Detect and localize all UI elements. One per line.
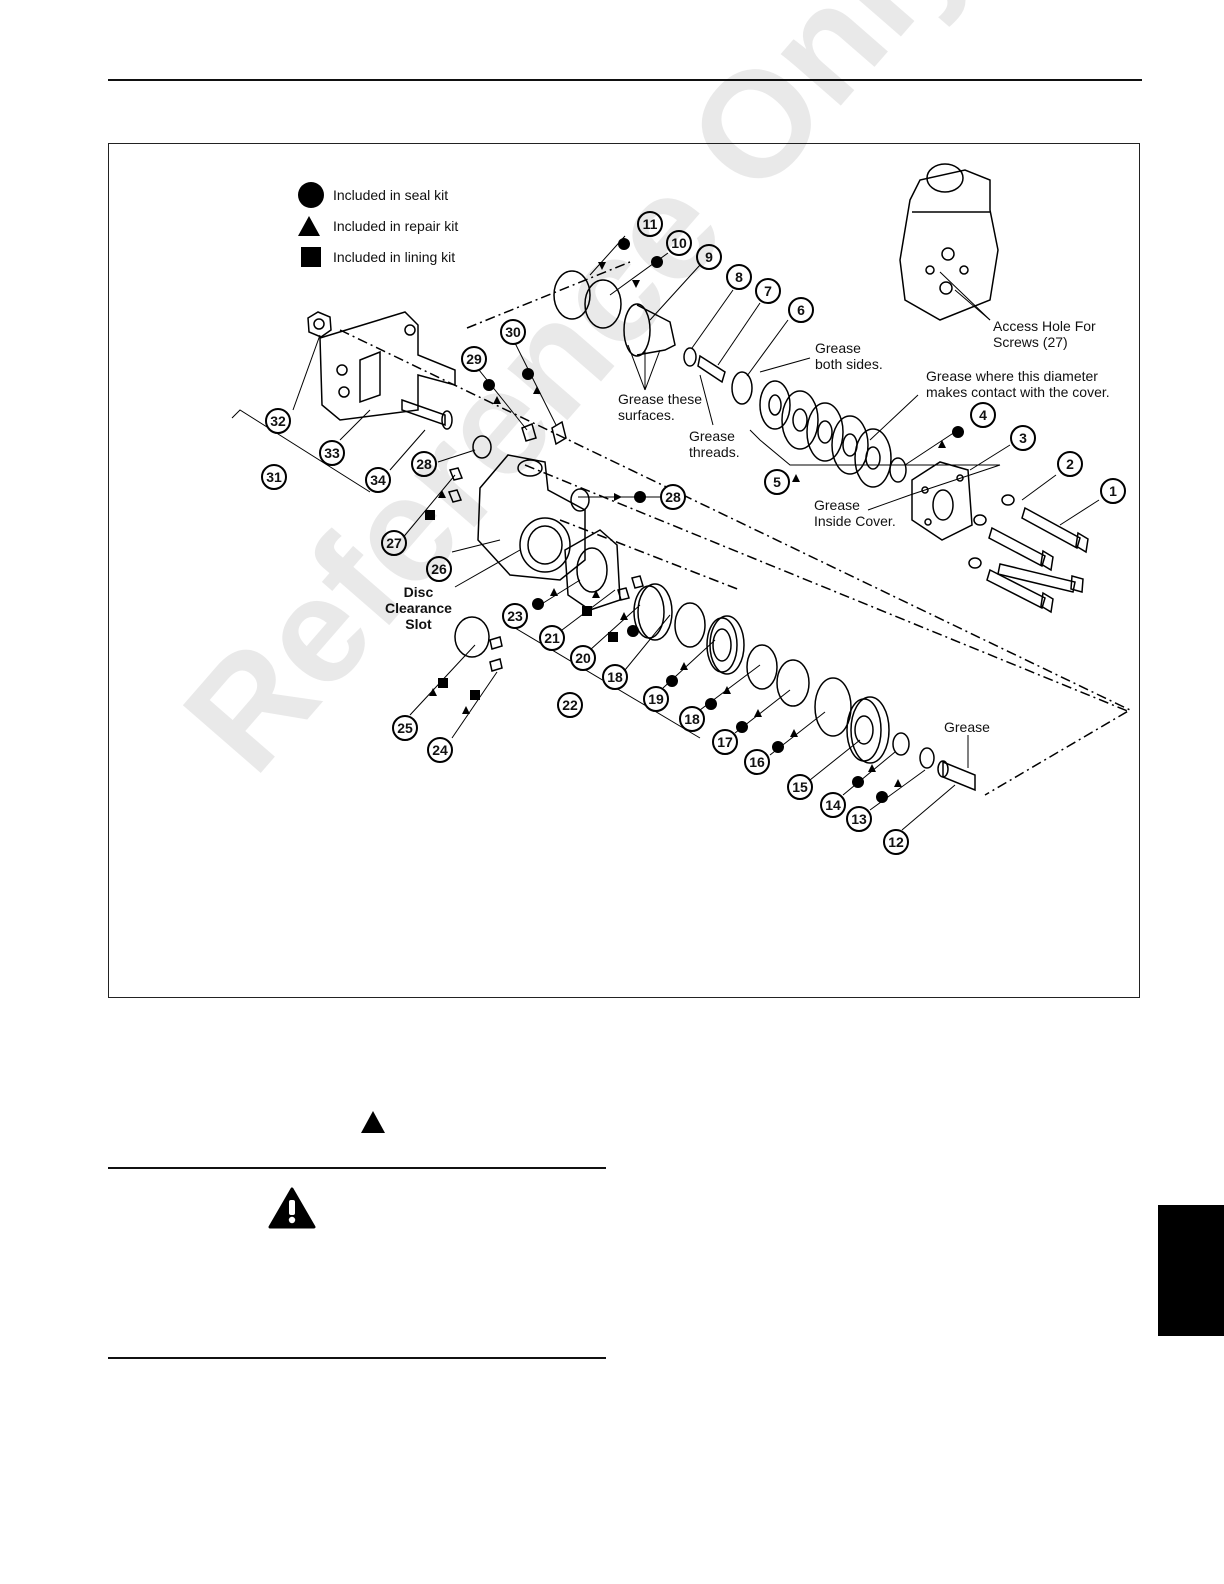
upper-o-ring — [553, 270, 591, 320]
legend-label: Included in repair kit — [333, 218, 459, 234]
callout-27: 27 — [381, 530, 407, 556]
pin — [401, 398, 446, 427]
nut — [307, 311, 332, 338]
callout-32: 32 — [265, 408, 291, 434]
seal-ring — [570, 488, 590, 512]
end-cap — [850, 696, 890, 764]
caliper-housing — [477, 454, 586, 581]
callout-8: 8 — [726, 264, 752, 290]
callout-3: 3 — [1010, 425, 1036, 451]
callout-30: 30 — [500, 319, 526, 345]
assembly-outline — [466, 261, 631, 329]
callout-29: 29 — [461, 346, 487, 372]
header-rule — [108, 79, 1142, 81]
bolt — [986, 568, 1046, 610]
upper-back-up-ring — [584, 279, 622, 329]
callout-12: 12 — [883, 829, 909, 855]
inset-caliper — [899, 169, 999, 321]
circle-icon — [298, 182, 324, 208]
warning-icon — [268, 1187, 316, 1229]
seal-ring — [472, 435, 492, 459]
callout-28: 28 — [411, 451, 437, 477]
callout-20: 20 — [570, 645, 596, 671]
callout-10: 10 — [666, 230, 692, 256]
callout-28b: 28 — [660, 484, 686, 510]
callout-17: 17 — [712, 729, 738, 755]
square-icon — [301, 247, 321, 267]
figure-frame — [108, 143, 1140, 998]
seal — [776, 659, 810, 707]
o-ring — [674, 602, 706, 648]
small-ring — [892, 732, 910, 756]
callout-31: 31 — [261, 464, 287, 490]
callout-16: 16 — [744, 749, 770, 775]
plunger — [942, 760, 976, 792]
repair-kit-triangle-icon — [361, 1111, 385, 1133]
legend-label: Included in seal kit — [333, 187, 449, 203]
callout-7: 7 — [755, 278, 781, 304]
callout-13: 13 — [846, 806, 872, 832]
piston-cup — [709, 615, 745, 675]
grease-fitting — [551, 420, 567, 446]
upper-piston — [623, 303, 651, 357]
lower-centerline — [559, 519, 741, 591]
back-up-ring — [746, 644, 778, 690]
callout-2: 2 — [1057, 451, 1083, 477]
bolt — [1021, 506, 1081, 550]
callout-22: 22 — [557, 692, 583, 718]
cover — [911, 461, 973, 541]
bolt — [997, 563, 1076, 593]
bolt — [988, 526, 1046, 568]
gasket — [564, 529, 621, 611]
note-grease-both-sides: Grease both sides. — [815, 340, 883, 372]
callout-6: 6 — [788, 297, 814, 323]
callout-18: 18 — [602, 664, 628, 690]
callout-21: 21 — [539, 625, 565, 651]
callout-11: 11 — [637, 211, 663, 237]
callout-34: 34 — [365, 467, 391, 493]
disc-stack-centerline — [524, 464, 1131, 713]
note-grease: Grease — [944, 719, 990, 735]
o-ring-large — [814, 677, 852, 737]
brake-pad — [454, 616, 490, 658]
warning-bottom-rule — [108, 1357, 606, 1359]
callout-18b: 18 — [679, 706, 705, 732]
note-grease-inside-cover: Grease Inside Cover. — [814, 497, 896, 529]
section-tab — [1158, 1205, 1224, 1336]
bleeder-fitting — [521, 422, 537, 442]
spacer — [731, 371, 753, 405]
warning-top-rule — [108, 1167, 606, 1169]
callout-26: 26 — [426, 556, 452, 582]
callout-9: 9 — [696, 244, 722, 270]
callout-33: 33 — [319, 440, 345, 466]
note-grease-diameter: Grease where this diameter makes contact… — [926, 368, 1110, 400]
callout-24: 24 — [427, 737, 453, 763]
note-disc-clearance-slot: Disc Clearance Slot — [385, 584, 452, 632]
callout-19: 19 — [643, 686, 669, 712]
assembly-centerline — [339, 329, 1132, 796]
callout-4: 4 — [970, 402, 996, 428]
legend-label: Included in lining kit — [333, 249, 456, 265]
callout-23: 23 — [502, 603, 528, 629]
note-grease-surfaces: Grease these surfaces. — [618, 391, 703, 423]
callout-1: 1 — [1100, 478, 1126, 504]
mounting-bracket — [319, 311, 456, 421]
callout-25: 25 — [392, 715, 418, 741]
callout-15: 15 — [787, 774, 813, 800]
piston — [637, 583, 673, 641]
triangle-icon — [298, 216, 320, 236]
note-access-hole: Access Hole For Screws (27) — [993, 318, 1096, 350]
callout-14: 14 — [820, 792, 846, 818]
note-grease-threads: Grease threads. — [689, 428, 740, 460]
small-ring — [919, 747, 935, 769]
callout-5: 5 — [764, 469, 790, 495]
